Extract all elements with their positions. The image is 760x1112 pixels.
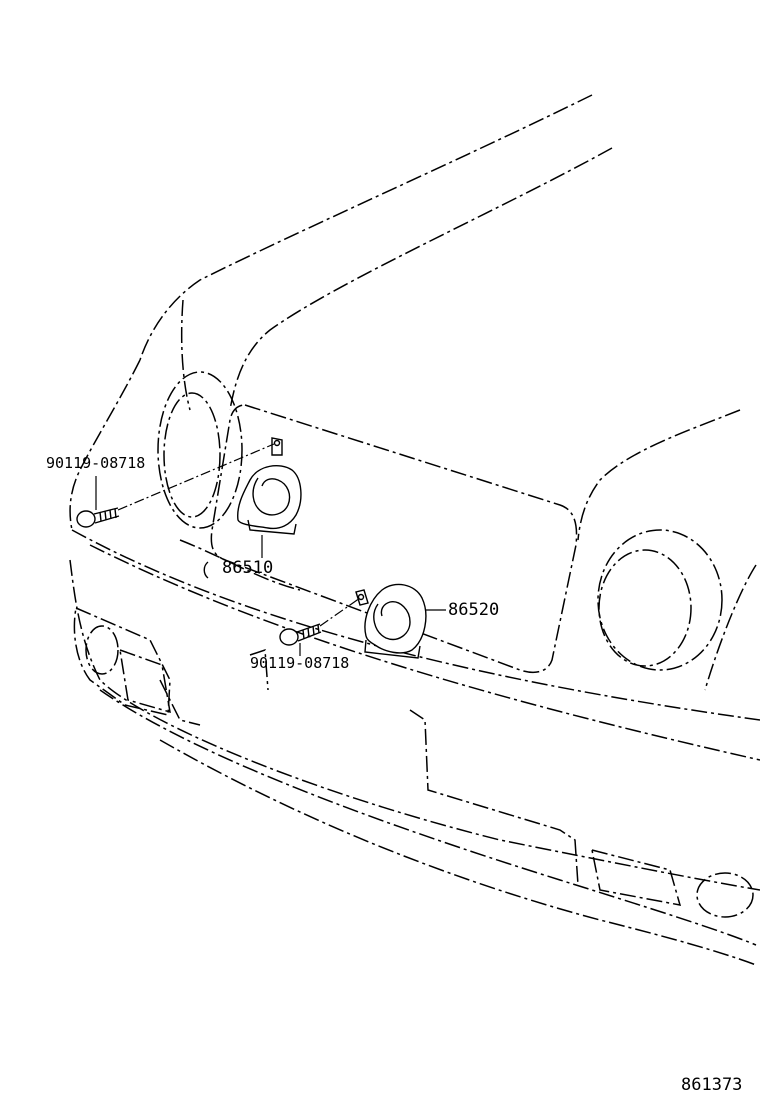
right-fender-lower	[704, 564, 757, 691]
hood-rear-edge	[139, 94, 593, 361]
part-number-horn-low: 86510	[222, 558, 274, 578]
left-headlamp-outer	[157, 371, 243, 529]
grille-opening	[210, 404, 578, 673]
bolt-lower-part	[279, 623, 322, 646]
right-headlamp-inner	[598, 549, 692, 667]
part-number-bolt-upper: 90119-08718	[46, 454, 146, 472]
bumper-top	[71, 529, 760, 721]
grille-lower-dash	[179, 539, 301, 591]
plate-bracket	[249, 648, 269, 691]
hood-crease	[229, 147, 613, 411]
bumper-bottom	[159, 739, 757, 966]
horn-low-part	[237, 437, 302, 535]
left-headlamp-inner	[163, 392, 221, 518]
bolt-upper-part	[76, 507, 120, 528]
left-fender-front	[69, 359, 141, 531]
bumper-upper-line	[89, 544, 760, 761]
bumper-lower-line	[99, 689, 757, 946]
part-number-bolt-lower: 90119-08718	[250, 654, 350, 672]
left-fender-side	[180, 299, 191, 411]
guide-bolt-lower-to-horn	[319, 597, 361, 627]
bumper-center-step	[409, 709, 579, 886]
right-headlamp-outer	[597, 529, 723, 671]
part-number-horn-high: 86520	[448, 600, 500, 620]
label-bracket-mark	[203, 561, 209, 579]
figure-reference-number: 861373	[681, 1075, 743, 1095]
right-fender	[577, 409, 741, 541]
vehicle-body-outline	[69, 94, 760, 966]
right-fog-recess	[591, 848, 682, 906]
left-fog-lamp	[85, 625, 119, 675]
right-fog-lamp	[696, 872, 754, 918]
horn-high-part	[355, 583, 427, 659]
left-fog-grille	[119, 648, 171, 714]
bumper-left-step	[159, 679, 201, 726]
bumper-mid-line	[69, 559, 760, 891]
